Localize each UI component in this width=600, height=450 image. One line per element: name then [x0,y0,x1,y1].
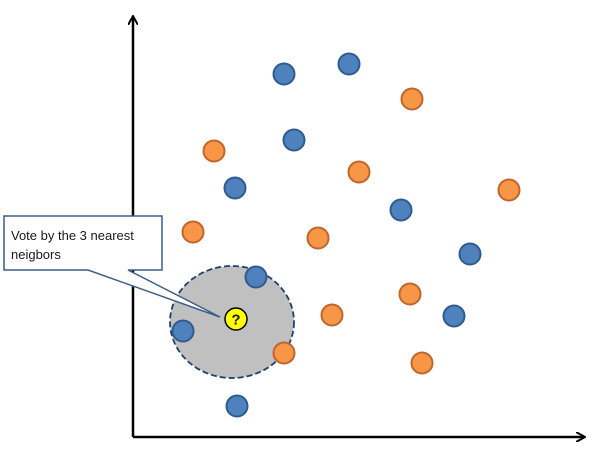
orange-point-18 [272,341,296,365]
data-points [171,52,521,418]
orange-point-14 [398,282,422,306]
callout: Vote by the 3 nearest neigbors [3,215,221,318]
callout-shape [3,215,221,318]
callout-text-line-2: neigbors [11,247,61,262]
blue-point-9 [389,198,413,222]
callout-text-line-1: Vote by the 3 nearest [11,228,134,243]
blue-point-1 [272,62,296,86]
blue-point-20 [225,394,249,418]
blue-point-17 [171,319,195,343]
orange-point-3 [400,87,424,111]
orange-point-11 [306,226,330,250]
blue-point-13 [244,265,268,289]
blue-point-2 [337,52,361,76]
orange-point-4 [202,139,226,163]
query-point: ? [224,307,248,331]
blue-point-12 [458,242,482,266]
orange-point-6 [347,160,371,184]
blue-point-7 [223,176,247,200]
orange-point-10 [181,220,205,244]
orange-point-8 [497,178,521,202]
orange-point-19 [410,351,434,375]
orange-point-15 [320,303,344,327]
query-label: ? [231,312,240,329]
blue-point-16 [442,304,466,328]
blue-point-5 [282,128,306,152]
